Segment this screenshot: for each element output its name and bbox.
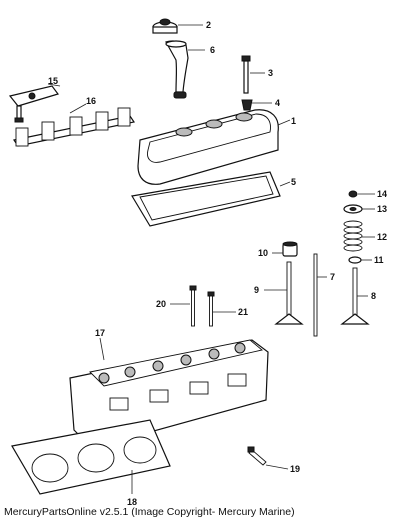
callout-6: 6 [210, 45, 215, 55]
valve-cover-gasket[interactable] [131, 171, 281, 227]
leader-lines [47, 24, 375, 494]
cover-bolt[interactable] [241, 55, 251, 94]
image-credit: MercuryPartsOnline v2.5.1 (Image Copyrig… [4, 506, 295, 518]
filler-tube[interactable] [165, 40, 189, 99]
valve-lifter[interactable] [282, 241, 298, 257]
spring-retainer[interactable] [343, 204, 363, 214]
callout-18: 18 [127, 497, 137, 507]
callout-5: 5 [291, 177, 296, 187]
callout-14: 14 [377, 189, 387, 199]
head-bolt-short[interactable] [207, 291, 215, 327]
head-bolt-long[interactable] [189, 285, 197, 327]
exhaust-valve[interactable] [340, 267, 370, 325]
callout-11: 11 [374, 255, 384, 265]
rocker-arm[interactable] [8, 85, 59, 123]
valve-cover[interactable] [137, 109, 279, 185]
callout-10: 10 [258, 248, 268, 258]
callout-4: 4 [275, 98, 280, 108]
callout-21: 21 [238, 307, 248, 317]
callout-19: 19 [290, 464, 300, 474]
valve-spring[interactable] [343, 220, 363, 252]
callout-3: 3 [268, 68, 273, 78]
callout-16: 16 [86, 96, 96, 106]
callout-12: 12 [377, 232, 387, 242]
callout-15: 15 [48, 76, 58, 86]
rocker-arm-rail[interactable] [13, 107, 135, 147]
intake-valve[interactable] [274, 261, 304, 325]
callout-1: 1 [291, 116, 296, 126]
callout-13: 13 [377, 204, 387, 214]
callout-20: 20 [156, 299, 166, 309]
callout-8: 8 [371, 291, 376, 301]
callout-17: 17 [95, 328, 105, 338]
head-gasket[interactable] [11, 419, 171, 495]
grommet[interactable] [241, 99, 253, 111]
cylinder-head[interactable] [69, 339, 269, 449]
callout-9: 9 [254, 285, 259, 295]
pushrod[interactable] [313, 253, 318, 337]
dowel-bolt[interactable] [247, 446, 267, 466]
valve-keepers[interactable] [348, 190, 358, 198]
callout-7: 7 [330, 272, 335, 282]
oil-filler-cap[interactable] [152, 18, 178, 34]
callout-2: 2 [206, 20, 211, 30]
spring-seat[interactable] [348, 256, 362, 264]
